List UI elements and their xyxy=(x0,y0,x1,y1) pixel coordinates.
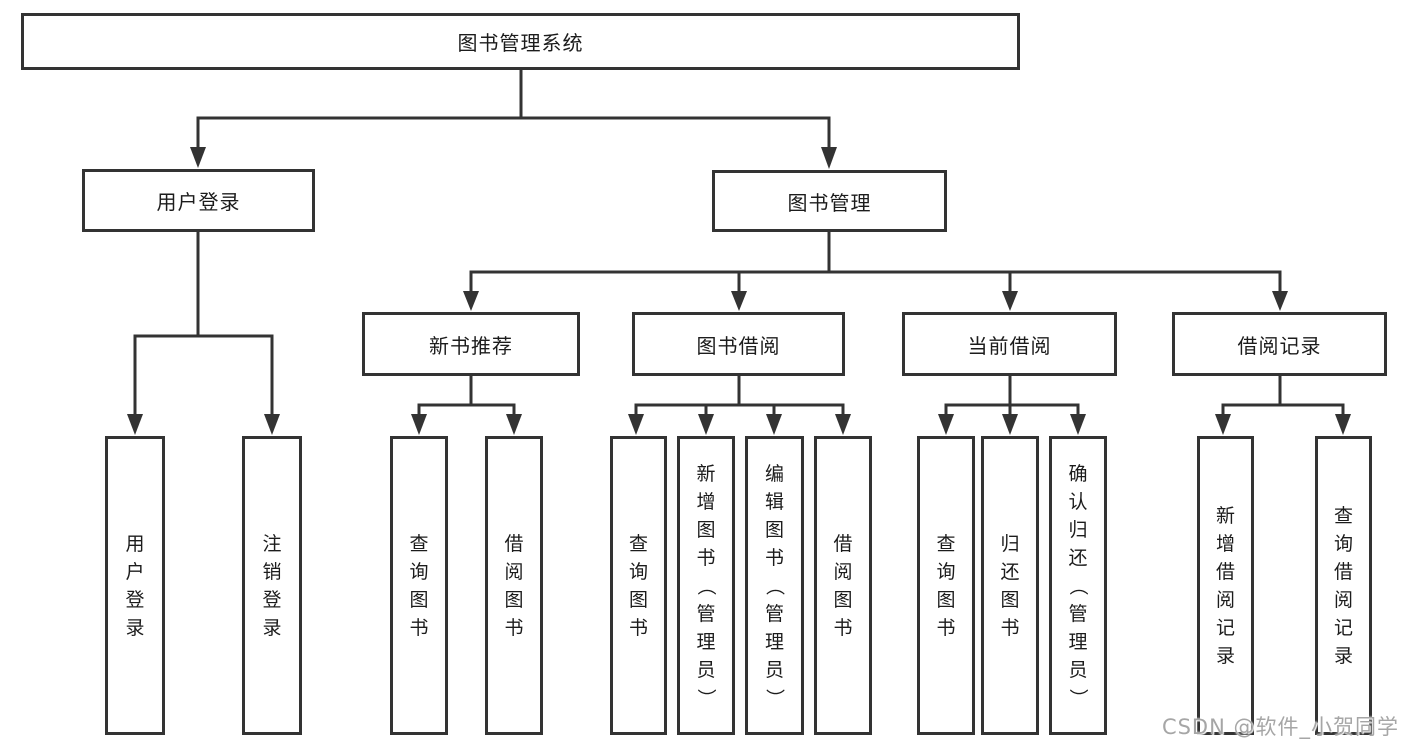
node-user-login: 用户登录 xyxy=(82,169,315,232)
node-label: 当前借阅 xyxy=(967,333,1052,358)
leaf-logout-login: 注销登录 xyxy=(242,436,302,735)
csdn-watermark: CSDN @软件_小贺同学 xyxy=(1161,715,1399,739)
node-borrow-records: 借阅记录 xyxy=(1172,312,1387,376)
node-label: 新书推荐 xyxy=(429,333,513,358)
leaf-borrow-query-books: 查询图书 xyxy=(610,436,667,735)
node-book-borrow: 图书借阅 xyxy=(632,312,845,376)
node-book-management: 图书管理 xyxy=(712,170,947,232)
node-library-management-system: 图书管理系统 xyxy=(21,13,1020,70)
node-current-borrow: 当前借阅 xyxy=(902,312,1117,376)
node-new-book-recommend: 新书推荐 xyxy=(362,312,580,376)
node-label: 图书管理 xyxy=(787,190,872,215)
leaf-records-query-record: 查询借阅记录 xyxy=(1315,436,1372,735)
node-label: 用户登录 xyxy=(156,190,241,214)
leaf-current-query-books: 查询图书 xyxy=(917,436,975,735)
leaf-borrow-add-books-admin: 新增图书（管理员） xyxy=(677,436,735,735)
leaf-current-confirm-return-admin: 确认归还（管理员） xyxy=(1049,436,1107,735)
leaf-recommend-borrow-books: 借阅图书 xyxy=(485,436,543,735)
leaf-borrow-borrow-books: 借阅图书 xyxy=(814,436,872,735)
node-label: 借阅记录 xyxy=(1237,333,1322,358)
leaf-current-return-books: 归还图书 xyxy=(981,436,1039,735)
leaf-user-login: 用户登录 xyxy=(105,436,165,735)
leaf-recommend-query-books: 查询图书 xyxy=(390,436,448,735)
leaf-borrow-edit-books-admin: 编辑图书（管理员） xyxy=(745,436,804,735)
leaf-records-add-record: 新增借阅记录 xyxy=(1197,436,1254,735)
node-label: 图书借阅 xyxy=(696,333,781,358)
node-label: 图书管理系统 xyxy=(457,31,584,55)
arrowheads xyxy=(127,147,1351,435)
